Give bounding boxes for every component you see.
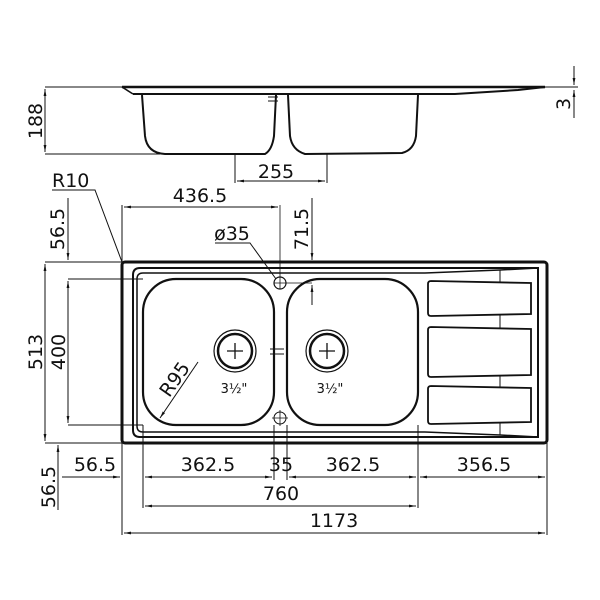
rim-offset-bottom-label: 56.5 — [38, 466, 60, 508]
tap-offset-x-label: 436.5 — [173, 185, 227, 207]
depth-label: 188 — [25, 103, 47, 139]
bowl-radius-label: R95 — [155, 358, 194, 401]
bowl-spacing-label: 255 — [258, 161, 294, 183]
overall-depth-label: 513 — [25, 334, 47, 370]
overall-width-label: 1173 — [310, 510, 358, 532]
corner-radius-label: R10 — [52, 170, 89, 192]
left-bowl — [141, 277, 276, 427]
bowl-right-width-label: 362.5 — [326, 454, 380, 476]
bowl-depth-label: 400 — [48, 334, 70, 370]
drainer — [427, 270, 532, 435]
rim-offset-top-label: 56.5 — [47, 208, 69, 250]
divider-width-label: 35 — [269, 454, 293, 476]
tap-diameter-label: ø35 — [214, 223, 250, 245]
drainer-width-label: 356.5 — [457, 454, 511, 476]
bowls-total-label: 760 — [263, 483, 299, 505]
waste-left-size: 3½" — [221, 382, 248, 397]
top-view: 3½" 3½" R10 436.5 ø35 71.5 56.5 — [25, 170, 549, 445]
rim-thickness-label: 3 — [553, 98, 575, 110]
bowl-left-width-label: 362.5 — [181, 454, 235, 476]
waste-right-size: 3½" — [317, 382, 344, 397]
waste-right — [305, 329, 349, 373]
tap-offset-y-label: 71.5 — [291, 208, 313, 250]
bottom-dimensions: 56.5 56.5 362.5 35 362.5 356.5 760 1173 — [38, 425, 548, 535]
waste-left — [213, 329, 257, 373]
right-bowl — [285, 277, 420, 427]
left-margin-label: 56.5 — [74, 454, 116, 476]
side-view: 188 3 255 — [25, 66, 578, 183]
